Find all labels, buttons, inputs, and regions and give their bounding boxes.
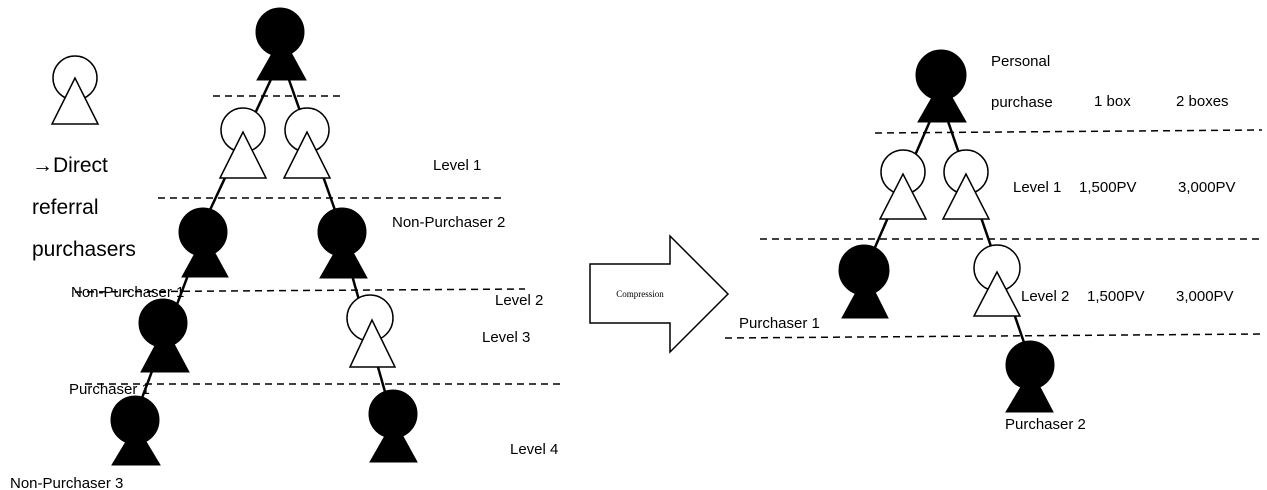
right-level-2-label: Level 2 <box>1021 288 1069 305</box>
top-person-icon <box>255 7 307 81</box>
column-header-1-box: 1 box <box>1094 93 1131 110</box>
purchaser-1-label-left: Purchaser 1 <box>69 381 150 398</box>
direct-referral-purchaser-icon <box>218 107 268 179</box>
non-purchaser-1-label: Non-Purchaser 1 <box>71 284 184 301</box>
compression-label: Compression <box>616 289 664 299</box>
legend-line-3: purchasers <box>32 238 136 261</box>
direct-referral-purchaser-icon <box>972 244 1022 317</box>
right-level-1-pv-1box: 1,500PV <box>1079 179 1137 196</box>
right-level-2-pv-2boxes: 3,000PV <box>1176 288 1234 305</box>
non-purchaser-3-label: Non-Purchaser 3 <box>10 475 123 490</box>
direct-referral-purchaser-icon <box>878 149 928 220</box>
non-purchaser-2-icon <box>317 207 368 279</box>
left-level-2-label: Level 2 <box>495 292 543 309</box>
left-level-3-label: Level 3 <box>482 329 530 346</box>
personal-purchase-person-icon <box>915 49 967 123</box>
right-level-2-pv-1box: 1,500PV <box>1087 288 1145 305</box>
non-purchaser-1-icon <box>178 207 229 278</box>
personal-purchase-label-line-2: purchase <box>991 94 1053 111</box>
left-level-4-label: Level 4 <box>510 441 558 458</box>
purchaser-1-icon <box>838 244 890 319</box>
right-level-separator-1 <box>874 129 1263 134</box>
direct-referral-purchaser-icon <box>282 107 332 179</box>
direct-referral-purchaser-icon <box>941 149 991 220</box>
direct-referral-purchaser-icon <box>346 294 397 368</box>
level-4-person-icon <box>368 389 418 463</box>
left-level-1-label: Level 1 <box>433 157 481 174</box>
right-level-separator-3 <box>724 333 1263 339</box>
referral-line <box>938 97 1032 361</box>
right-purchaser-2-label: Purchaser 2 <box>1005 416 1086 433</box>
column-header-2-boxes: 2 boxes <box>1176 93 1229 110</box>
right-purchaser-1-label: Purchaser 1 <box>739 315 820 332</box>
legend-direct-referral-icon <box>50 55 100 125</box>
right-level-1-pv-2boxes: 3,000PV <box>1178 179 1236 196</box>
level-separator-2 <box>74 288 526 293</box>
non-purchaser-3-icon <box>110 395 161 466</box>
purchaser-2-icon <box>1005 340 1055 413</box>
right-level-1-label: Level 1 <box>1013 179 1061 196</box>
personal-purchase-label-line-1: Personal <box>991 53 1050 70</box>
legend-line-1: →Direct <box>32 154 108 177</box>
purchaser-1-icon <box>138 298 190 373</box>
compression-arrow-icon <box>589 234 730 354</box>
non-purchaser-2-label: Non-Purchaser 2 <box>392 214 505 231</box>
legend-line-2: referral <box>32 196 99 219</box>
